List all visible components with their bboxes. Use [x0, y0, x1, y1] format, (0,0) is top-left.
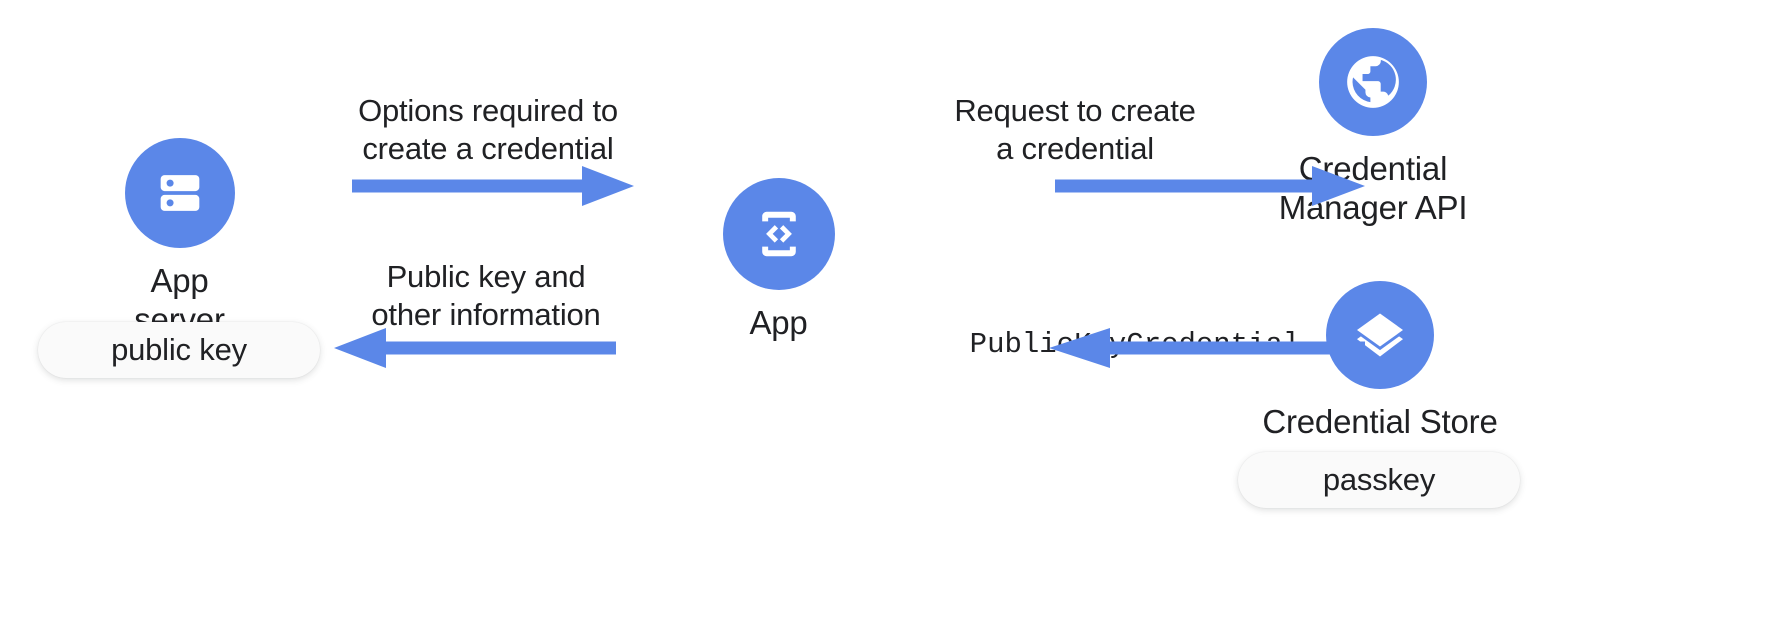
node-credential-manager-api: Credential Manager API	[1258, 28, 1488, 227]
arrow-label-app-to-api: Request to create a credential	[954, 93, 1196, 167]
chip-public-key-label: public key	[111, 332, 247, 367]
chip-passkey: passkey	[1238, 452, 1520, 508]
chip-public-key: public key	[38, 322, 320, 378]
node-credential-store: Credential Store	[1260, 281, 1500, 442]
arrow-api-to-app	[1049, 325, 1365, 376]
globe-icon	[1319, 28, 1427, 136]
arrow-app-to-server	[334, 325, 616, 376]
node-credential-store-label: Credential Store	[1262, 403, 1498, 440]
layers-icon	[1326, 281, 1434, 389]
arrow-label-app-to-server: Public key and other information	[371, 259, 601, 333]
server-icon	[124, 138, 235, 248]
node-credential-manager-api-label: Credential Manager API	[1278, 150, 1468, 226]
node-app-server: App server	[107, 138, 252, 339]
node-app-label: App	[749, 304, 808, 341]
arrow-server-to-app	[352, 163, 634, 214]
node-app: App	[721, 178, 836, 343]
arrow-app-to-api	[1055, 163, 1365, 214]
app-code-phone-icon	[722, 178, 835, 290]
chip-passkey-label: passkey	[1322, 462, 1436, 497]
arrow-label-server-to-app: Options required to create a credential	[358, 93, 618, 167]
